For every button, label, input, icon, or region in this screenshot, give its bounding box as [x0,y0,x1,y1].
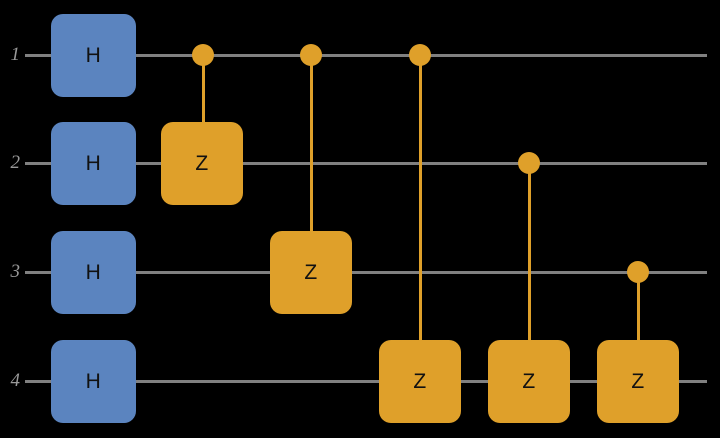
z-gate-q3-6[interactable]: Z [270,231,352,314]
control-dot-q2-to-q4[interactable] [518,152,540,174]
hadamard-gate-q4-4[interactable]: H [51,340,136,423]
z-gate-q4-8[interactable]: Z [488,340,570,423]
hadamard-gate-q2-2[interactable]: H [51,122,136,205]
gate-label: H [85,369,102,393]
z-gate-q4-9[interactable]: Z [597,340,679,423]
control-line-5 [637,272,640,381]
gate-label: Z [522,369,536,393]
control-line-2 [310,55,313,272]
qubit-label-3: 3 [10,261,21,282]
control-dot-q1-to-q4[interactable] [409,44,431,66]
control-dot-q3-to-q4[interactable] [627,261,649,283]
wire-qubit-1 [25,54,707,57]
control-dot-q1-to-q3[interactable] [300,44,322,66]
hadamard-gate-q1-1[interactable]: H [51,14,136,97]
z-gate-q4-7[interactable]: Z [379,340,461,423]
gate-label: Z [413,369,427,393]
control-dot-q1-to-q2[interactable] [192,44,214,66]
wire-qubit-4 [25,380,707,383]
gate-label: Z [631,369,645,393]
hadamard-gate-q3-3[interactable]: H [51,231,136,314]
qubit-label-4: 4 [10,370,21,391]
control-line-3 [419,55,422,381]
control-line-1 [202,55,205,163]
gate-label: H [85,151,102,175]
gate-label: H [85,43,102,67]
gate-label: Z [195,151,209,175]
z-gate-q2-5[interactable]: Z [161,122,243,205]
gate-label: Z [304,260,318,284]
wire-qubit-2 [25,162,707,165]
control-line-4 [528,163,531,381]
gate-label: H [85,260,102,284]
qubit-label-1: 1 [10,44,21,65]
qubit-label-2: 2 [10,152,21,173]
wire-qubit-3 [25,271,707,274]
